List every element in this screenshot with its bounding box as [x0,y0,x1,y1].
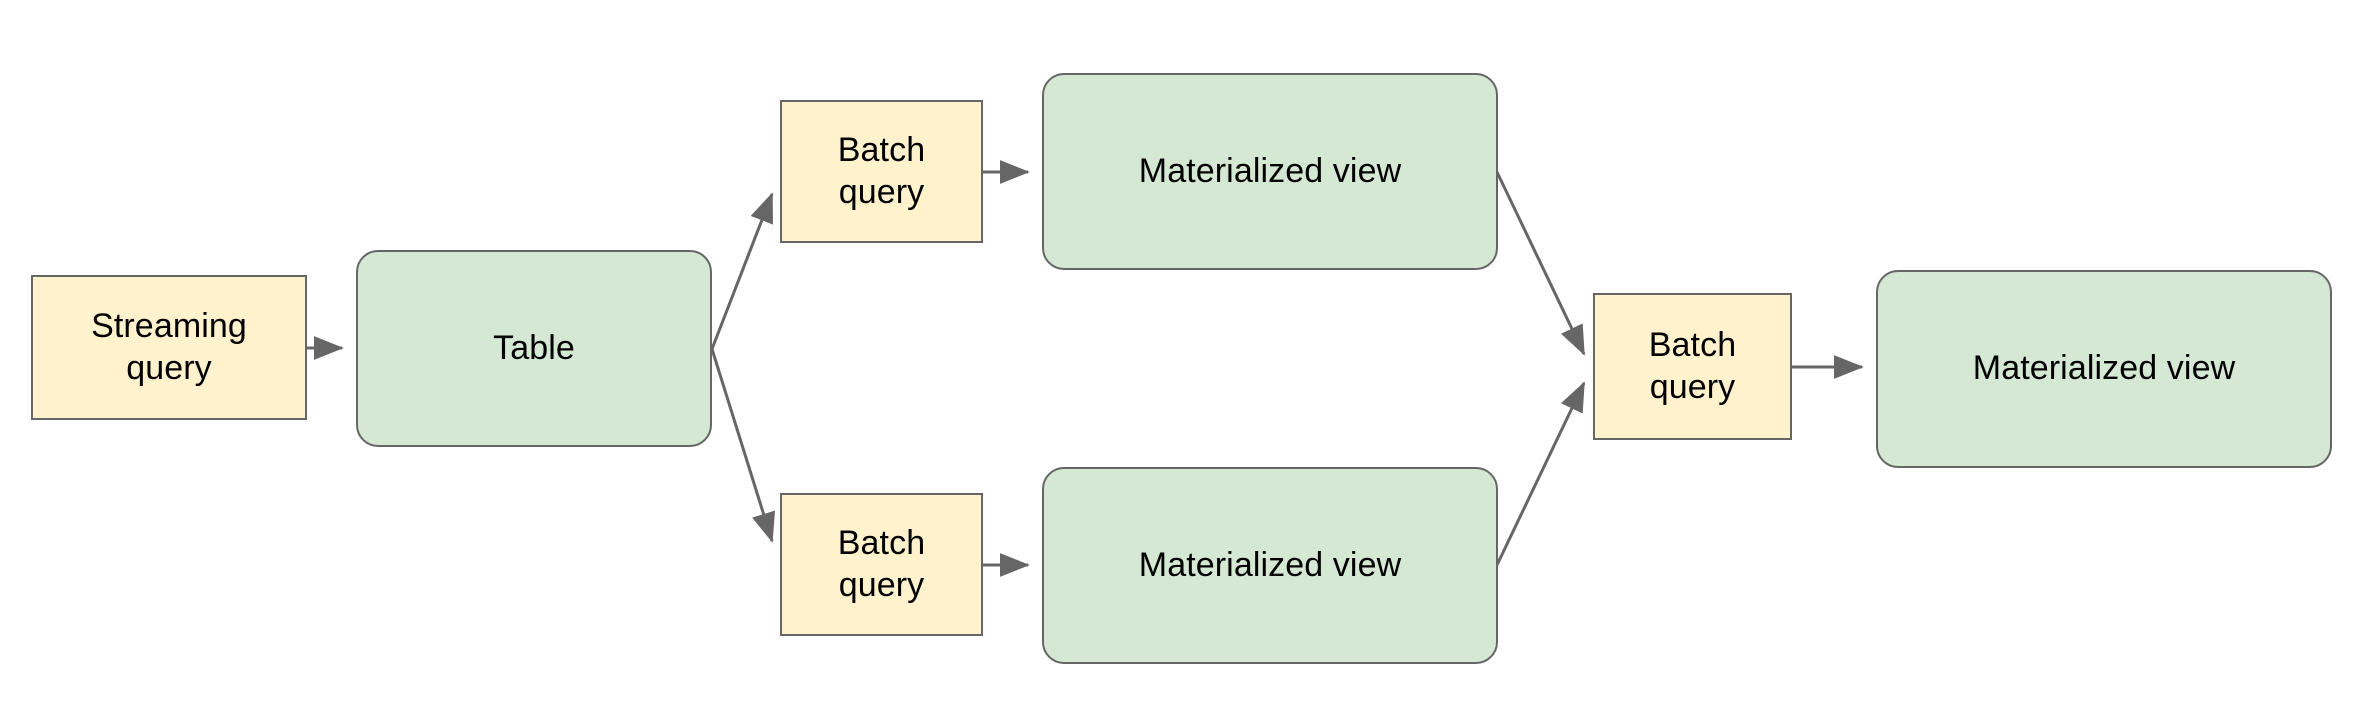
node-batch-query-bottom-label: Batch query [837,523,926,604]
node-batch-query-top-label: Batch query [837,130,926,211]
edge-table-to-batch-query-bottom [710,348,776,543]
node-streaming-query-label: Streaming query [91,306,247,387]
node-materialized-view-final-label: Materialized view [1972,349,2236,388]
node-batch-query-merge[interactable]: Batch query [1593,293,1792,440]
node-materialized-view-bottom-label: Materialized view [1138,545,1402,584]
node-table[interactable]: Table [356,250,712,447]
node-table-label: Table [493,328,575,367]
edge-materialized-view-bottom-to-batch-query-merge [1495,381,1586,566]
node-batch-query-bottom[interactable]: Batch query [780,493,983,636]
node-batch-query-merge-label: Batch query [1648,325,1737,406]
edge-materialized-view-top-to-batch-query-merge [1495,171,1586,356]
node-materialized-view-final[interactable]: Materialized view [1876,270,2332,468]
edge-table-to-batch-query-top [710,192,774,350]
node-materialized-view-top[interactable]: Materialized view [1042,73,1498,270]
node-materialized-view-bottom[interactable]: Materialized view [1042,467,1498,664]
node-materialized-view-top-label: Materialized view [1138,151,1402,190]
node-batch-query-top[interactable]: Batch query [780,100,983,243]
node-streaming-query[interactable]: Streaming query [31,275,307,420]
